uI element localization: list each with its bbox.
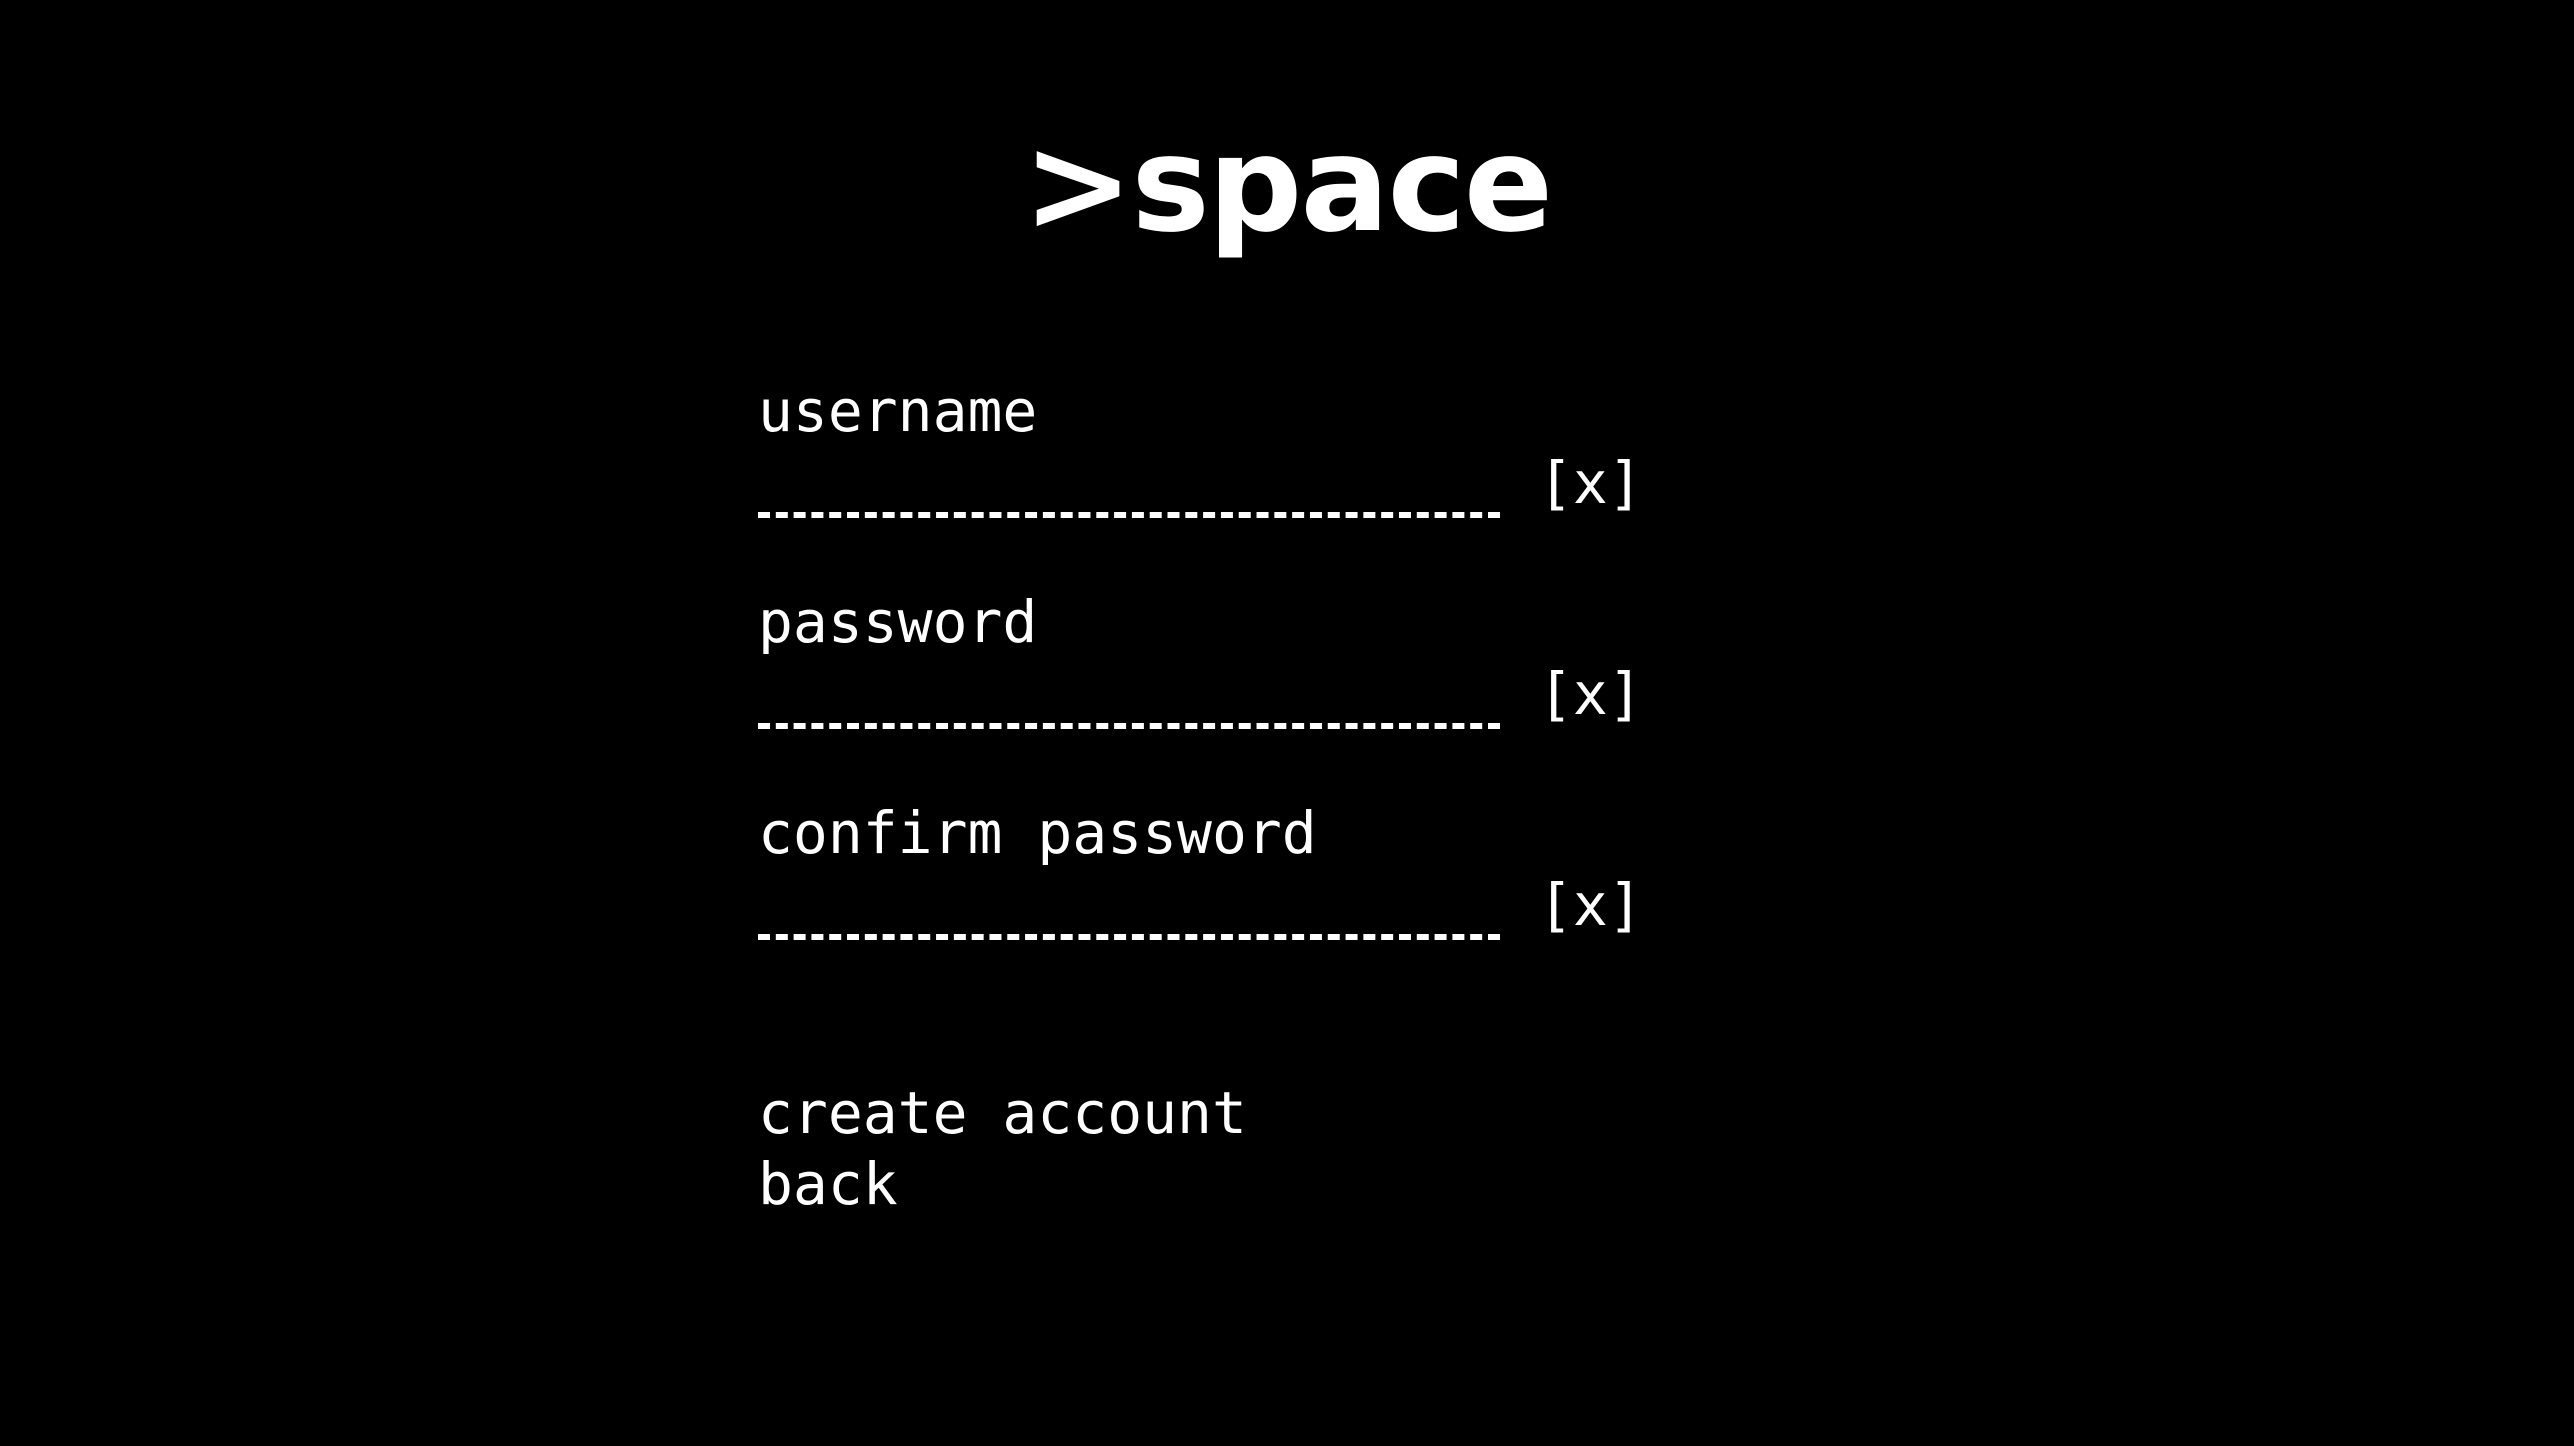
app-logo: >space [1022,108,1554,262]
confirm-password-input[interactable] [758,870,1500,940]
create-account-button[interactable]: create account [758,1079,1247,1147]
back-button[interactable]: back [758,1150,898,1218]
signup-form: username [x] password [x] confirm passwo… [758,0,1858,1446]
username-input[interactable] [758,448,1500,518]
password-label: password [758,588,1038,656]
username-clear-button[interactable]: [x] [1538,449,1643,517]
confirm-password-label: confirm password [758,799,1317,867]
username-label: username [758,377,1038,445]
password-clear-button[interactable]: [x] [1538,660,1643,728]
confirm-password-field-group: confirm password [x] [758,798,1858,948]
confirm-password-clear-button[interactable]: [x] [1538,871,1643,939]
password-field-group: password [x] [758,587,1858,737]
password-input[interactable] [758,659,1500,729]
username-field-group: username [x] [758,376,1858,526]
